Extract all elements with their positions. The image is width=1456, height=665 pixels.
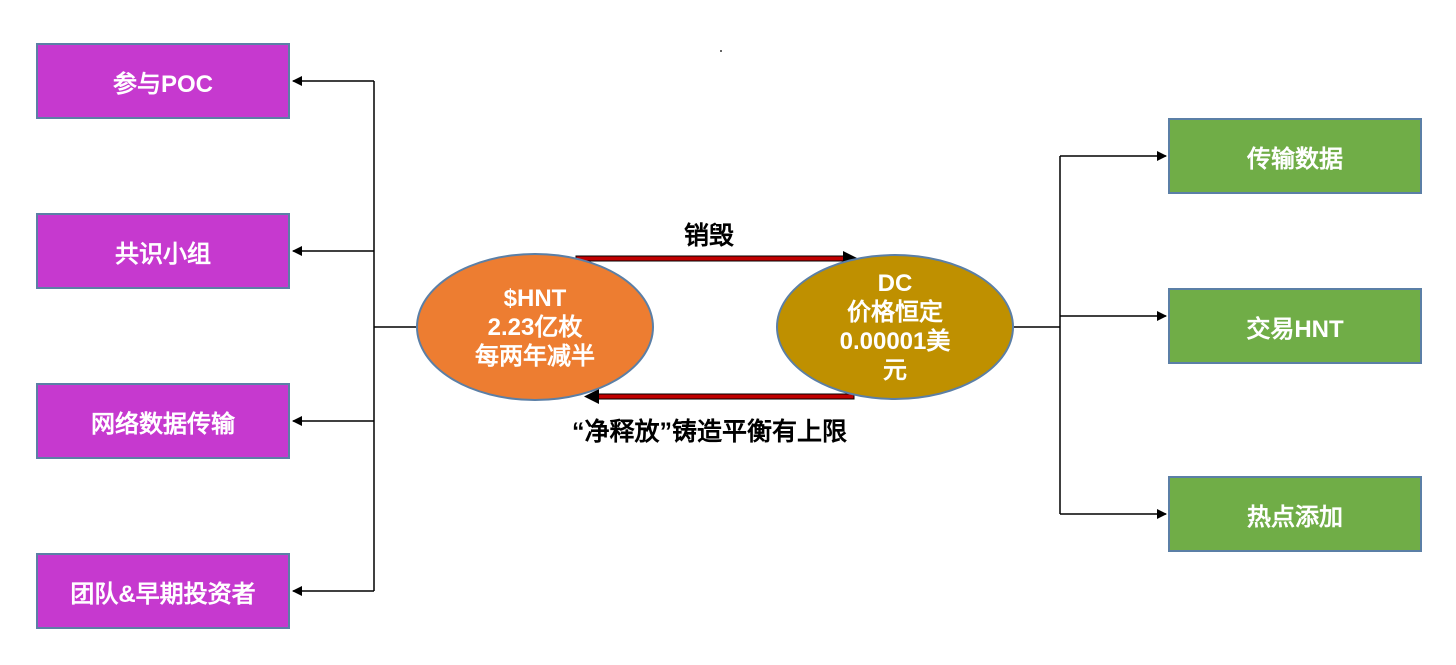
left-tree-connectors bbox=[292, 76, 416, 596]
mint-arrow bbox=[584, 389, 855, 404]
box-team-early-investors: 团队&早期投资者 bbox=[36, 553, 290, 629]
hnt-line-2: 2.23亿枚 bbox=[487, 313, 583, 341]
dc-line-3: 0.00001美 bbox=[839, 328, 951, 355]
dc-line-4: 元 bbox=[883, 357, 907, 384]
burn-arrow bbox=[575, 251, 858, 266]
box-trade-hnt: 交易HNT bbox=[1168, 288, 1422, 364]
stray-dot bbox=[720, 50, 722, 52]
box-consensus-group: 共识小组 bbox=[36, 213, 290, 289]
box-hotspot-add: 热点添加 bbox=[1168, 476, 1422, 552]
hnt-line-1: $HNT bbox=[503, 284, 567, 312]
box-network-data-transfer: 网络数据传输 bbox=[36, 383, 290, 459]
box-participate-poc: 参与POC bbox=[36, 43, 290, 119]
burn-label: 销毁 bbox=[684, 222, 735, 250]
hnt-node: $HNT 2.23亿枚 每两年减半 bbox=[416, 253, 654, 401]
dc-line-1: DC bbox=[877, 270, 913, 297]
dc-node: DC 价格恒定 0.00001美 元 bbox=[776, 254, 1014, 400]
right-tree-connectors bbox=[1014, 151, 1167, 519]
hnt-line-3: 每两年减半 bbox=[475, 342, 595, 370]
box-transfer-data: 传输数据 bbox=[1168, 118, 1422, 194]
dc-line-2: 价格恒定 bbox=[847, 299, 943, 326]
net-mint-label: “净释放”铸造平衡有上限 bbox=[572, 418, 848, 446]
